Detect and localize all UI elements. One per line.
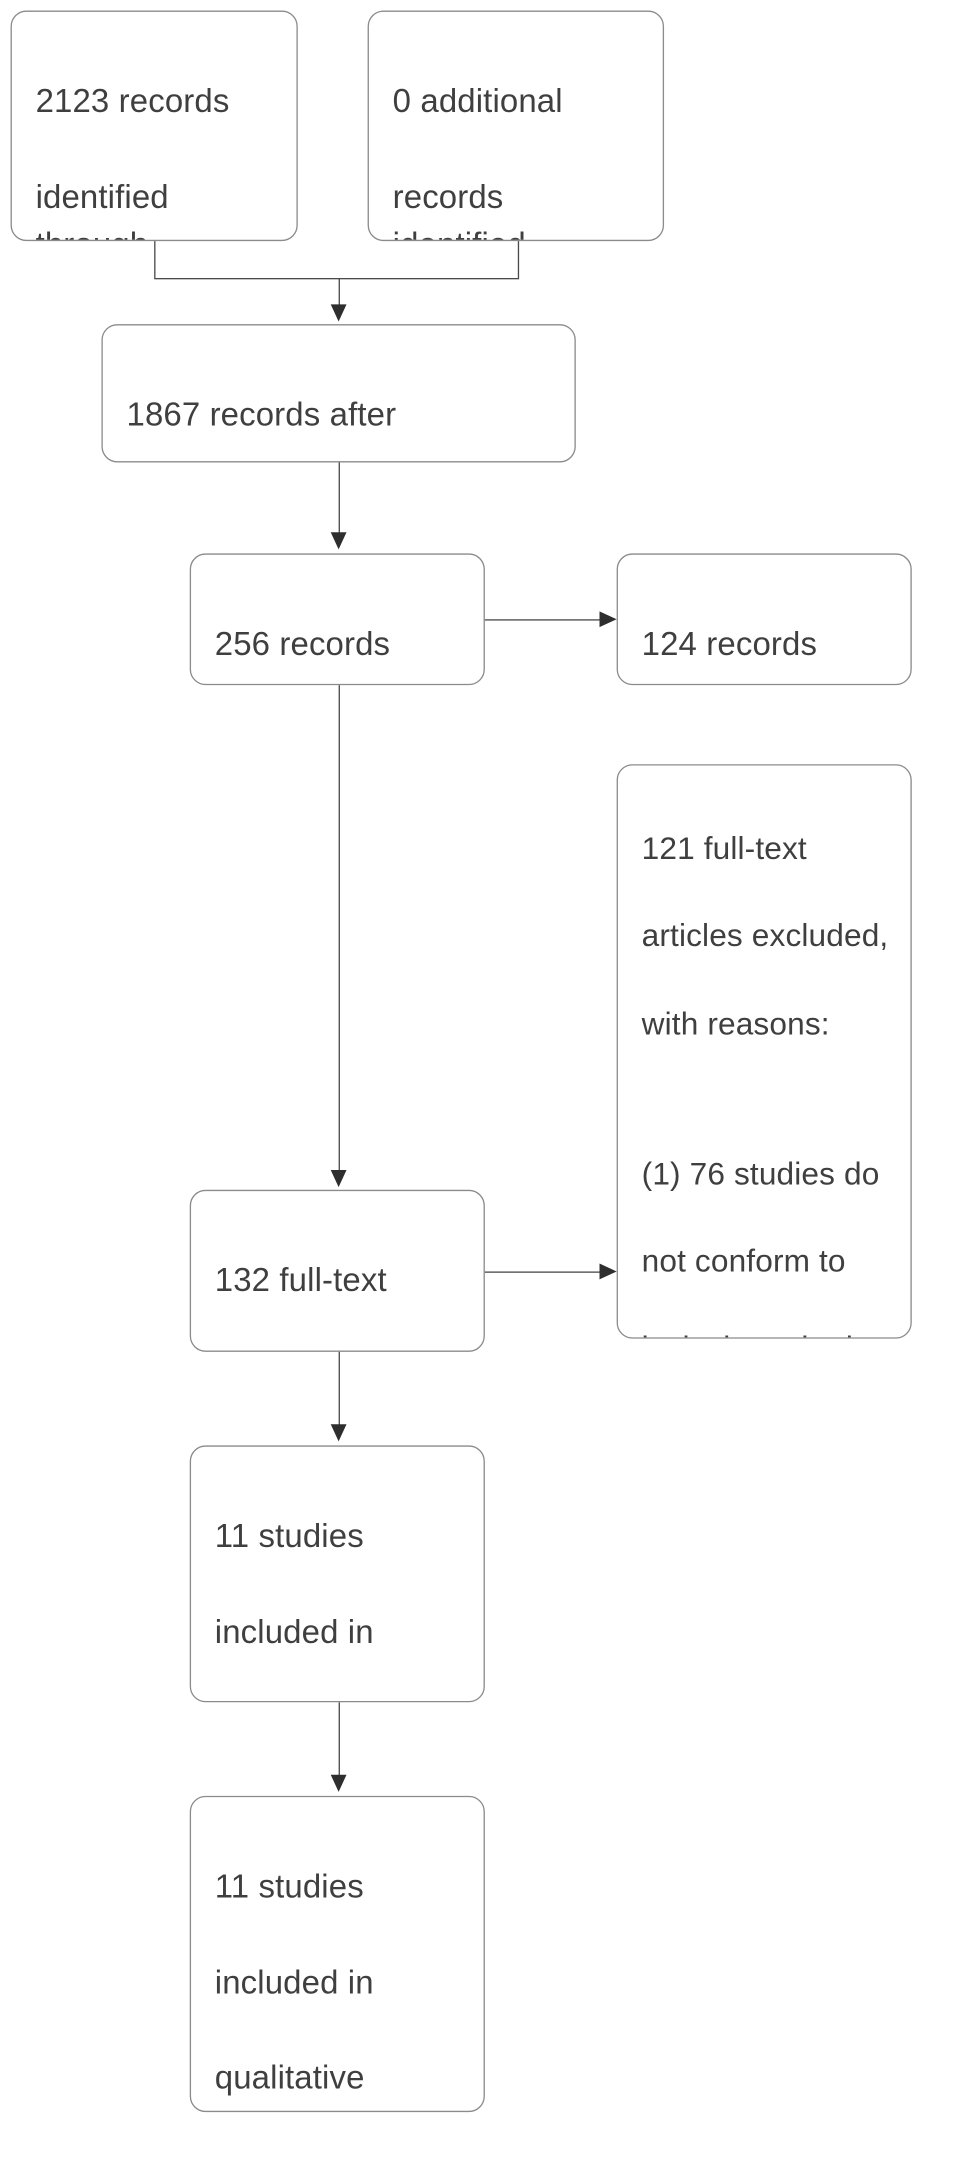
node-line: 121 full-text	[641, 831, 807, 868]
connector-merge-horizontal	[154, 278, 520, 280]
node-line: articles excluded,	[641, 918, 889, 955]
arrowhead-to-screened	[330, 532, 347, 550]
connector-merge-down	[338, 278, 340, 310]
connector-duplicates-to-screened	[338, 462, 340, 542]
node-line: 124 records	[641, 626, 818, 664]
connector-screened-to-assessed	[338, 685, 340, 1180]
arrowhead-to-meta	[330, 1774, 347, 1792]
arrowhead-to-duplicates	[330, 304, 347, 322]
node-line: qualitative	[214, 2059, 365, 2097]
node-database-records: 2123 records identified through database…	[10, 10, 298, 242]
connector-other-down	[517, 241, 520, 279]
node-line: identified through	[35, 178, 169, 240]
node-records-screened: 256 records screened	[189, 553, 485, 686]
node-line: not conform to	[641, 1243, 846, 1280]
node-other-records: 0 additional records identified through …	[367, 10, 665, 242]
node-line: 11 studies	[214, 1868, 364, 1906]
node-qualitative-synthesis: 11 studies included in qualitative synth…	[189, 1445, 485, 1703]
node-line: records identified	[392, 178, 526, 240]
node-meta-analysis: 11 studies included in qualitative synth…	[189, 1795, 485, 2113]
connector-db-down	[154, 241, 156, 279]
node-line: (1) 76 studies do	[641, 1156, 880, 1193]
node-line: 256 records	[214, 626, 391, 664]
node-line: with reasons:	[641, 1006, 830, 1042]
node-line: 132 full-text	[214, 1262, 387, 1300]
spacer	[642, 1089, 890, 1109]
connector-assessed-to-qualitative	[338, 1351, 340, 1434]
arrowhead-to-assessed	[330, 1170, 347, 1188]
node-after-duplicates: 1867 records after duplicates removed	[101, 324, 576, 463]
connector-screened-to-excluded	[484, 619, 603, 621]
node-line: inclusion criteria.	[642, 1327, 890, 1337]
node-line: 0 additional	[392, 83, 563, 121]
arrowhead-to-excluded	[599, 611, 617, 628]
node-records-excluded: 124 records excluded	[616, 553, 912, 686]
node-fulltext-assessed: 132 full-text articles assessed for elig…	[189, 1189, 485, 1352]
connector-assessed-to-reasons	[484, 1271, 603, 1273]
node-line: 1867 records after	[126, 396, 397, 434]
node-fulltext-excluded-reasons: 121 full-text articles excluded, with re…	[616, 764, 912, 1339]
node-line: included in	[214, 1964, 374, 2002]
arrowhead-to-qualitative	[330, 1424, 347, 1442]
node-line: 2123 records	[35, 83, 230, 121]
node-line: 11 studies	[214, 1518, 364, 1556]
arrowhead-to-reasons	[599, 1263, 617, 1280]
connector-qualitative-to-meta	[338, 1702, 340, 1784]
node-line: included in	[214, 1613, 374, 1651]
